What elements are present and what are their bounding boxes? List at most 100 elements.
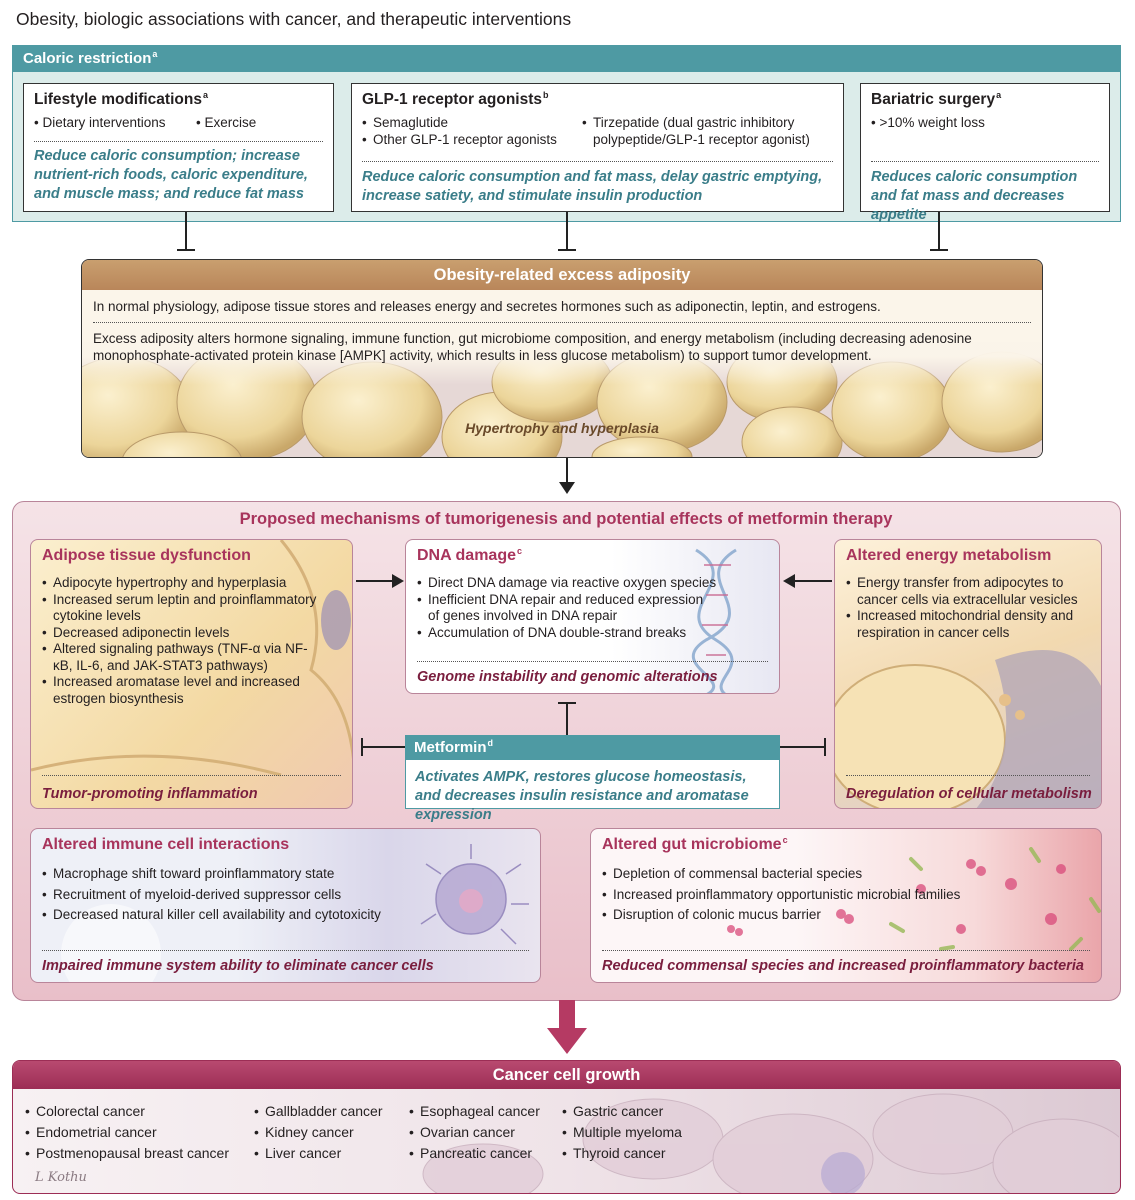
dna-bullet: Inefficient DNA repair and reduced expre… bbox=[417, 592, 717, 625]
energy-title: Altered energy metabolism bbox=[846, 547, 1052, 564]
dna-panel: DNA damagec Direct DNA damage via reacti… bbox=[405, 539, 780, 694]
cancer-list-col2: Gallbladder cancer Kidney cancer Liver c… bbox=[254, 1103, 383, 1162]
divider bbox=[602, 950, 1090, 951]
gut-panel: Altered gut microbiomec Depletion of com… bbox=[590, 828, 1102, 983]
arrow-down-large-icon bbox=[547, 1000, 587, 1054]
caloric-restriction-label: Caloric restriction bbox=[23, 50, 152, 67]
adipose-bullet: Adipocyte hypertrophy and hyperplasia bbox=[42, 575, 317, 592]
cancer-item: Esophageal cancer bbox=[409, 1103, 540, 1120]
immune-bullet: Macrophage shift toward proinflammatory … bbox=[42, 866, 442, 883]
dna-effect: Genome instability and genomic alteratio… bbox=[417, 669, 718, 685]
adiposity-box: Obesity-related excess adiposity bbox=[81, 259, 1043, 458]
cancer-title: Cancer cell growth bbox=[492, 1066, 641, 1084]
bariatric-bullet: • >10% weight loss bbox=[871, 115, 985, 130]
cancer-list-col4: Gastric cancer Multiple myeloma Thyroid … bbox=[562, 1103, 682, 1162]
immune-bullets: Macrophage shift toward proinflammatory … bbox=[42, 866, 442, 924]
arrow-shaft bbox=[566, 458, 568, 486]
cancer-item: Thyroid cancer bbox=[562, 1145, 682, 1162]
dna-bullets: Direct DNA damage via reactive oxygen sp… bbox=[417, 575, 717, 641]
dna-bullet: Accumulation of DNA double-strand breaks bbox=[417, 625, 717, 642]
immune-effect: Impaired immune system ability to elimin… bbox=[42, 958, 434, 974]
divider bbox=[42, 950, 529, 951]
adiposity-header: Obesity-related excess adiposity bbox=[82, 260, 1042, 290]
inhibit-bar bbox=[558, 249, 576, 251]
mechanisms-title: Proposed mechanisms of tumorigenesis and… bbox=[239, 510, 893, 528]
metformin-inhibit-line bbox=[566, 703, 568, 737]
immune-bullet: Decreased natural killer cell availabili… bbox=[42, 907, 442, 924]
cancer-item: Colorectal cancer bbox=[25, 1103, 229, 1120]
gut-effect: Reduced commensal species and increased … bbox=[602, 958, 1084, 974]
cancer-item: Endometrial cancer bbox=[25, 1124, 229, 1141]
cancer-item: Multiple myeloma bbox=[562, 1124, 682, 1141]
gut-title: Altered gut microbiomec bbox=[602, 835, 788, 853]
energy-effect: Deregulation of cellular metabolism bbox=[846, 786, 1092, 802]
cancer-item: Ovarian cancer bbox=[409, 1124, 540, 1141]
figure-title: Obesity, biologic associations with canc… bbox=[16, 9, 572, 29]
inhibit-line bbox=[566, 212, 568, 250]
gut-bullets: Depletion of commensal bacterial species… bbox=[602, 866, 1022, 924]
adiposity-para1: In normal physiology, adipose tissue sto… bbox=[93, 299, 881, 314]
cancer-item: Liver cancer bbox=[254, 1145, 383, 1162]
metformin-title: Metformin bbox=[414, 739, 487, 756]
inhibit-bar bbox=[930, 249, 948, 251]
lifestyle-effect: Reduce caloric consumption; increase nut… bbox=[34, 148, 308, 202]
adipose-bullet: Increased aromatase level and increased … bbox=[42, 674, 317, 707]
bariatric-effect: Reduces caloric consumption and fat mass… bbox=[871, 169, 1078, 223]
divider bbox=[34, 141, 323, 142]
metformin-header: Metformind bbox=[406, 736, 779, 760]
gut-bullet: Depletion of commensal bacterial species bbox=[602, 866, 1022, 883]
gut-bullet: Disruption of colonic mucus barrier bbox=[602, 907, 1022, 924]
divider bbox=[871, 161, 1099, 162]
adipose-title: Adipose tissue dysfunction bbox=[42, 547, 251, 564]
adipose-effect: Tumor-promoting inflammation bbox=[42, 786, 258, 802]
cancer-item: Kidney cancer bbox=[254, 1124, 383, 1141]
glp1-bullet: Semaglutide bbox=[362, 115, 577, 132]
arrow-down-icon bbox=[559, 482, 575, 494]
caloric-restriction-header: Caloric restrictiona bbox=[13, 46, 1120, 72]
cancer-item: Gallbladder cancer bbox=[254, 1103, 383, 1120]
inhibit-bar bbox=[177, 249, 195, 251]
arrow-left-icon bbox=[783, 574, 795, 588]
adipose-bullet: Increased serum leptin and proinflammato… bbox=[42, 592, 317, 625]
cancer-header: Cancer cell growth bbox=[13, 1061, 1120, 1089]
arrow-shaft bbox=[794, 580, 832, 582]
inhibit-line bbox=[185, 212, 187, 250]
energy-bullets: Energy transfer from adipocytes to cance… bbox=[846, 575, 1091, 641]
adiposity-para2: Excess adiposity alters hormone signalin… bbox=[93, 331, 972, 363]
inhibit-bar bbox=[558, 702, 576, 704]
cancer-item: Pancreatic cancer bbox=[409, 1145, 540, 1162]
bariatric-title: Bariatric surgerya bbox=[871, 90, 1002, 108]
adiposity-caption: Hypertrophy and hyperplasia bbox=[465, 420, 659, 436]
glp1-bullet: Tirzepatide (dual gastric inhibitory pol… bbox=[582, 115, 837, 148]
dna-bullet: Direct DNA damage via reactive oxygen sp… bbox=[417, 575, 717, 592]
bariatric-box: Bariatric surgerya • >10% weight loss Re… bbox=[860, 83, 1110, 223]
immune-title: Altered immune cell interactions bbox=[42, 836, 290, 853]
cancer-item: Gastric cancer bbox=[562, 1103, 682, 1120]
divider bbox=[362, 161, 833, 162]
adiposity-text-bg bbox=[82, 290, 1042, 385]
inhibit-bar bbox=[361, 738, 363, 756]
divider bbox=[846, 775, 1090, 776]
glp1-title: GLP-1 receptor agonistsb bbox=[362, 90, 549, 108]
cancer-box: Cancer cell growth Colorectal cancer End… bbox=[12, 1060, 1121, 1194]
energy-bullet: Increased mitochondrial density and resp… bbox=[846, 608, 1091, 641]
energy-bullet: Energy transfer from adipocytes to cance… bbox=[846, 575, 1091, 608]
divider bbox=[417, 661, 768, 662]
adipose-bullet: Decreased adiponectin levels bbox=[42, 625, 317, 642]
divider bbox=[93, 322, 1031, 323]
metformin-inhibit-line bbox=[362, 746, 406, 748]
glp1-bullet: Other GLP-1 receptor agonists bbox=[362, 132, 577, 149]
gut-bullet: Increased proinflammatory opportunistic … bbox=[602, 887, 1022, 904]
metformin-inhibit-line bbox=[780, 746, 826, 748]
energy-panel: Altered energy metabolism Energy transfe… bbox=[834, 539, 1102, 809]
inhibit-bar bbox=[824, 738, 826, 756]
glp1-bullets-left: Semaglutide Other GLP-1 receptor agonist… bbox=[362, 115, 577, 148]
lifestyle-bullet: • Dietary interventions bbox=[34, 115, 166, 130]
adipose-bullets: Adipocyte hypertrophy and hyperplasia In… bbox=[42, 575, 317, 707]
immune-panel: Altered immune cell interactions Macroph… bbox=[30, 828, 541, 983]
metformin-effect: Activates AMPK, restores glucose homeost… bbox=[415, 769, 749, 823]
immune-bullet: Recruitment of myeloid-derived suppresso… bbox=[42, 887, 442, 904]
cancer-list-col1: Colorectal cancer Endometrial cancer Pos… bbox=[25, 1103, 229, 1162]
adipose-bullet: Altered signaling pathways (TNF-α via NF… bbox=[42, 641, 317, 674]
glp1-bullets-right: Tirzepatide (dual gastric inhibitory pol… bbox=[582, 115, 837, 148]
